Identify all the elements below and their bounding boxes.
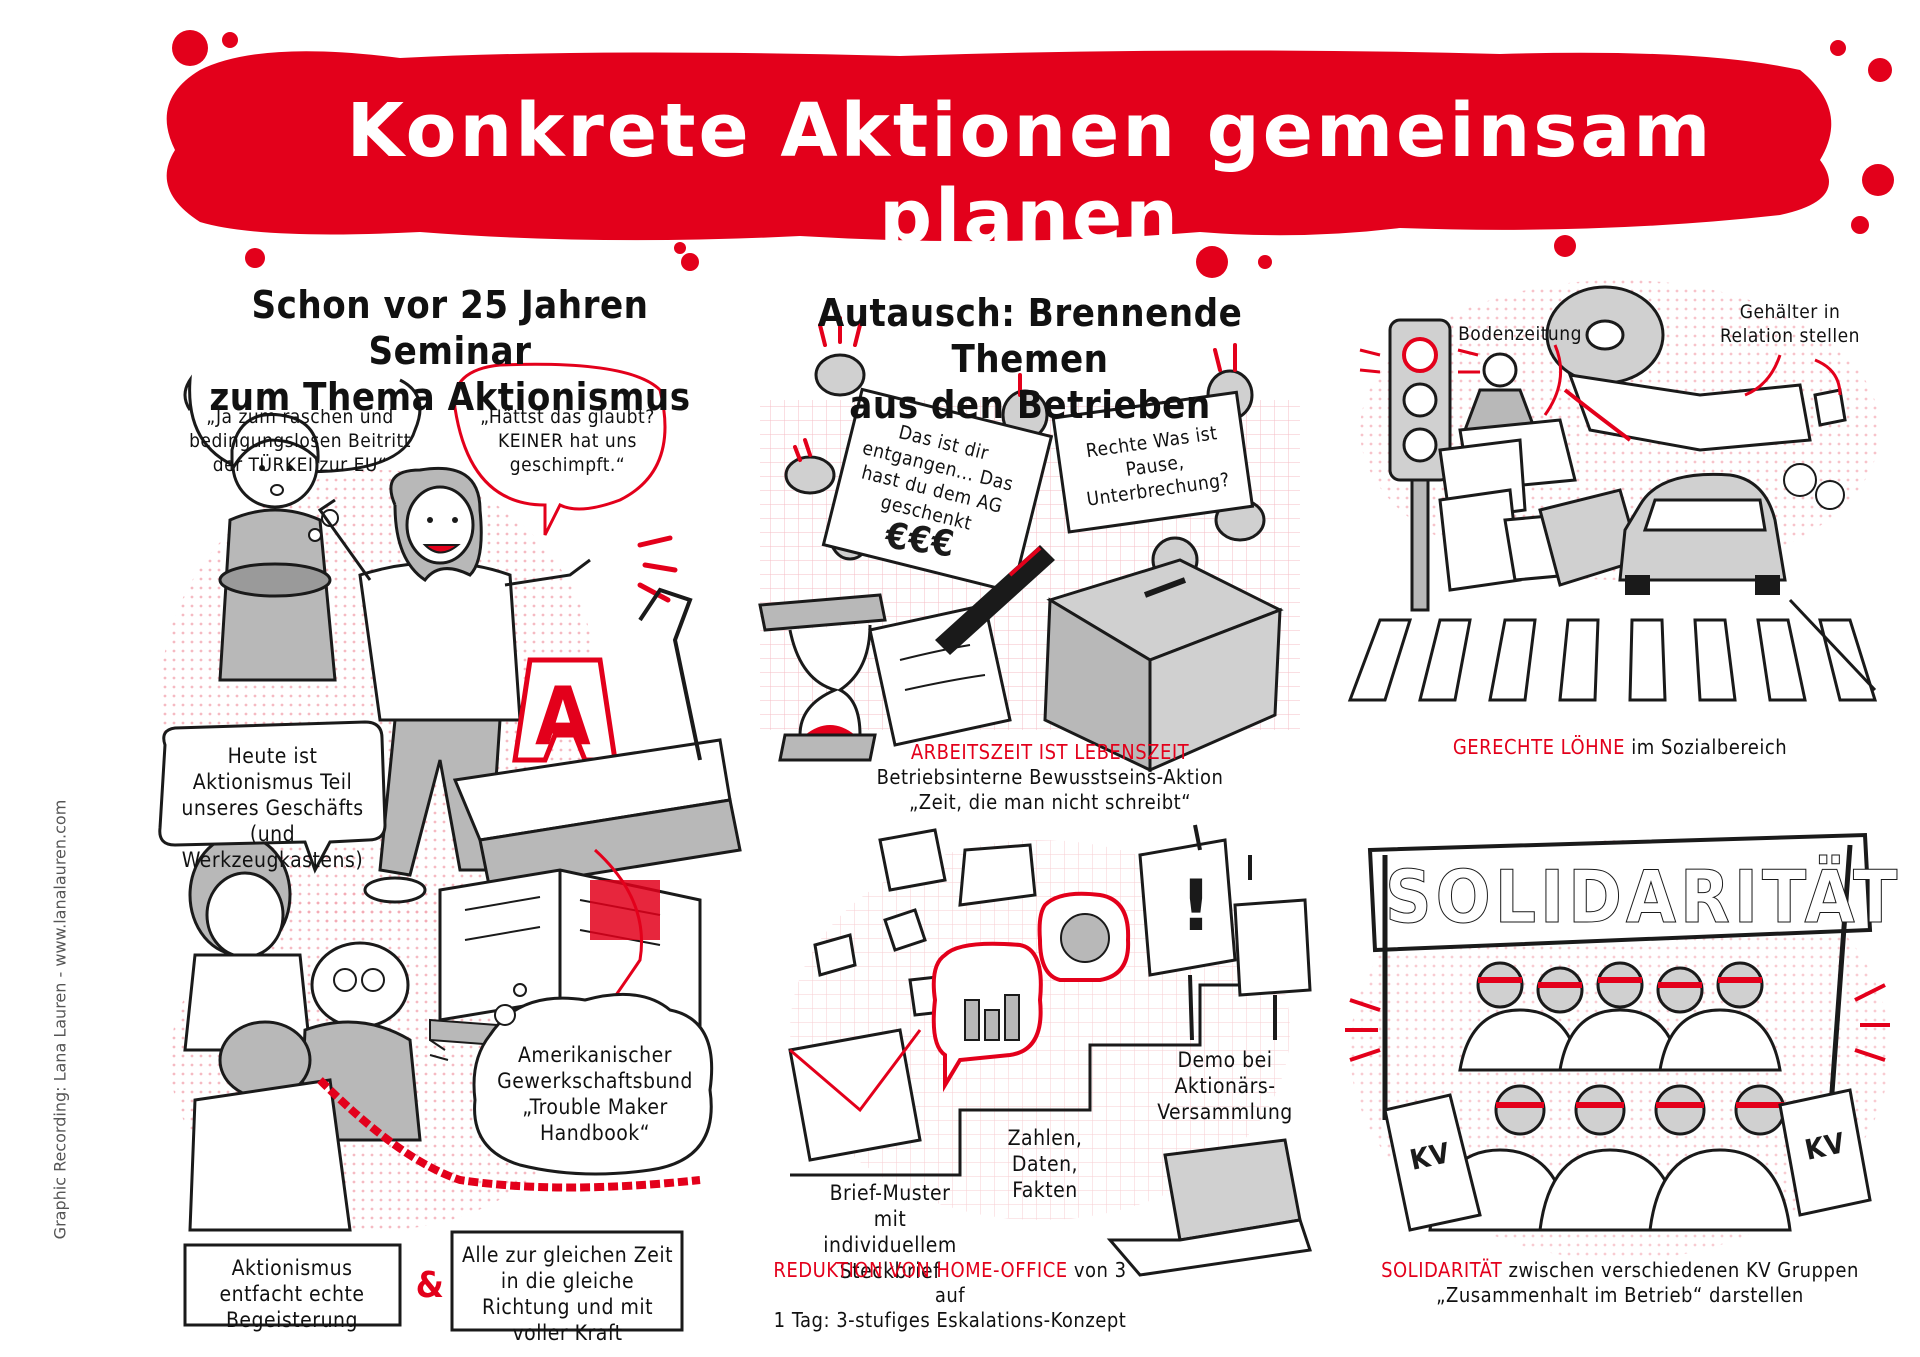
- left-heading-line2: zum Thema Aktionismus: [209, 375, 691, 419]
- arrow-salary-right: [1814, 358, 1842, 396]
- card-lost-time: [821, 387, 1054, 594]
- quote-believe: „Hättst das glaubt? KEINER hat uns gesch…: [480, 406, 655, 476]
- note-box-same-time: [450, 1230, 684, 1332]
- page-title: Konkrete Aktionen gemeinsam planen: [346, 88, 1714, 260]
- arrow-salary-left: [1744, 354, 1782, 397]
- credit-vertical: Graphic Recording: Lana Lauren - www.lan…: [50, 799, 70, 1240]
- paper-sheet: [868, 603, 1012, 747]
- caption-home-line2: 1 Tag: 3-stufiges Eskalations-Konzept: [773, 1308, 1127, 1332]
- middle-heading: Autausch: Brennende Themen aus den Betri…: [780, 290, 1280, 428]
- note-enthusiasm-text: Aktionismus entfacht echte Begeisterung: [219, 1256, 365, 1332]
- caption-solidarity-line1: SOLIDARITÄT zwischen verschiedenen KV Gr…: [1370, 1258, 1870, 1283]
- kv-documents: [1383, 1088, 1872, 1232]
- caption-home-line1: REDUKTION VON HOME-OFFICE von 3 auf: [770, 1258, 1130, 1308]
- caption-worktime-highlight: ARBEITSZEIT IST LEBENSZEIT: [910, 740, 1190, 764]
- thought-cloud-handbook: [472, 992, 714, 1176]
- caption-solidarity: SOLIDARITÄT zwischen verschiedenen KV Gr…: [1370, 1258, 1870, 1308]
- left-heading: Schon vor 25 Jahren Seminar zum Thema Ak…: [190, 282, 710, 420]
- middle-heading-line2: aus den Betrieben: [849, 383, 1211, 427]
- quote-turkey: „Ja zum raschen und bedingungslosen Beit…: [189, 406, 411, 476]
- escalation-stairs: [790, 983, 1300, 1177]
- speech-bubble-right: [453, 362, 667, 536]
- caption-home-rest: von 3 auf: [934, 1258, 1127, 1307]
- caption-solidarity-rest: zwischen verschiedenen KV Gruppen: [1502, 1258, 1859, 1282]
- arrow-floor: [1543, 344, 1563, 416]
- ballot-box-icon: [1043, 558, 1284, 773]
- caption-solidarity-highlight: SOLIDARITÄT: [1381, 1258, 1503, 1282]
- people-pulling-rope: [183, 833, 701, 1232]
- caption-wages: GERECHTE LÖHNE im Sozialbereich: [1420, 735, 1820, 760]
- crosswalk: [1347, 618, 1878, 702]
- title-banner-blob: [166, 30, 1894, 278]
- left-heading-line1: Schon vor 25 Jahren Seminar: [251, 283, 649, 373]
- step-numbers-text: Zahlen, Daten, Fakten: [1007, 1126, 1083, 1202]
- note-box-enthusiasm: [183, 1243, 402, 1327]
- pen-icon: [935, 545, 1055, 655]
- caption-worktime: ARBEITSZEIT IST LEBENSZEIT Betriebsinter…: [820, 740, 1280, 815]
- caption-home-office: REDUKTION VON HOME-OFFICE von 3 auf 1 Ta…: [770, 1258, 1130, 1333]
- toolbox-with-letter-a: [452, 587, 742, 892]
- caption-wages-rest: im Sozialbereich: [1625, 735, 1788, 759]
- laptop-icon: [1106, 1138, 1312, 1277]
- envelope-icon: [788, 1028, 922, 1162]
- protest-crowd: [1428, 961, 1792, 1232]
- caption-home-highlight: REDUKTION VON HOME-OFFICE: [773, 1258, 1068, 1282]
- svg-text:!: !: [1180, 865, 1212, 947]
- hourglass-icon: [758, 593, 887, 762]
- woman-crossed-arms: [218, 412, 337, 682]
- note-today-text: Heute ist Aktionismus Teil unseres Gesch…: [181, 744, 364, 872]
- cheering-woman: [317, 466, 591, 904]
- middle-heading-line1: Autausch: Brennende Themen: [817, 291, 1243, 381]
- toolbox-letter: A: [535, 670, 592, 763]
- caption-solidarity-line2: „Zusammenhalt im Betrieb“ darstellen: [1436, 1283, 1804, 1307]
- traffic-light-icon: [1359, 318, 1480, 612]
- middle-panel-art: !: [758, 316, 1312, 1277]
- note-same-time-text: Alle zur gleichen Zeit in die gleiche Ri…: [461, 1243, 673, 1345]
- label-salary-relation: Gehälter in Relation stellen: [1720, 301, 1860, 347]
- ampersand: &: [415, 1265, 445, 1306]
- chart-speech-bubbles: [931, 891, 1131, 1093]
- caption-wages-highlight: GERECHTE LÖHNE: [1452, 735, 1625, 759]
- step-letter-text: Brief-Muster mit individuellem Steckbrie…: [823, 1181, 957, 1283]
- solidarity-banner-text: SOLIDARITÄT: [1385, 855, 1902, 940]
- protest-signs: !: [1138, 824, 1312, 1041]
- step-demo-text: Demo bei Aktionärs-Versammlung: [1157, 1048, 1293, 1124]
- caption-worktime-line3: „Zeit, die man nicht schreibt“: [908, 790, 1192, 814]
- solidarity-banner: [1345, 832, 1890, 1121]
- card-rights: [1051, 390, 1255, 534]
- caption-worktime-line2: Betriebsinterne Bewusstseins-Aktion: [876, 765, 1224, 789]
- car-icon: [1618, 472, 1787, 595]
- right-panel-art: [1345, 280, 1890, 1260]
- left-panel-art: [158, 362, 742, 1332]
- label-floor-newspaper: Bodenzeitung: [1458, 323, 1582, 345]
- note-handbook-text: Amerikanischer Gewerkschaftsbund „Troubl…: [497, 1043, 693, 1145]
- note-box-today: [158, 720, 387, 874]
